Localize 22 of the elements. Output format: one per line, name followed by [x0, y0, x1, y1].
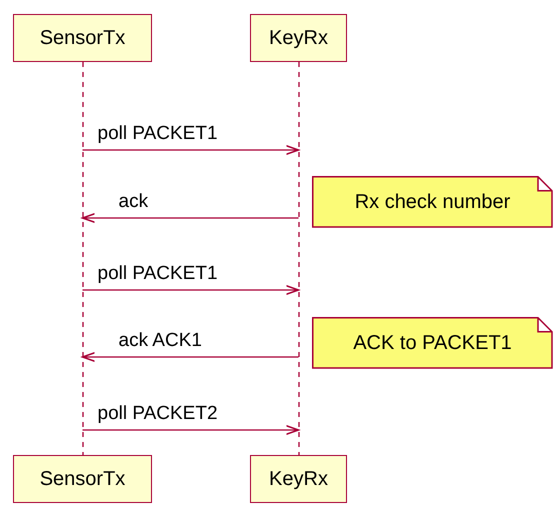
participant-box	[13, 14, 152, 62]
participant-box	[13, 455, 152, 503]
participant-label: KeyRx	[269, 26, 328, 50]
lifeline	[298, 62, 300, 455]
lifeline	[82, 62, 84, 455]
participant-box	[250, 14, 347, 62]
participant-label: KeyRx	[269, 468, 328, 490]
edge-label: poll PACKET1	[98, 263, 218, 285]
participant-label: SensorTx	[40, 26, 126, 50]
message-arrow	[82, 282, 300, 298]
note-text: ACK to PACKET1	[353, 332, 512, 354]
participant-label: SensorTx	[40, 468, 126, 490]
edge-label: poll PACKET2	[98, 403, 218, 425]
note	[312, 176, 553, 228]
edge-label: poll PACKET1	[98, 123, 218, 145]
message-arrow	[82, 142, 300, 158]
message-arrow	[82, 422, 300, 438]
participant-box	[250, 455, 347, 503]
note-text: Rx check number	[354, 190, 510, 214]
message-arrow	[82, 349, 298, 365]
message-arrow	[82, 210, 298, 226]
note	[312, 317, 553, 369]
